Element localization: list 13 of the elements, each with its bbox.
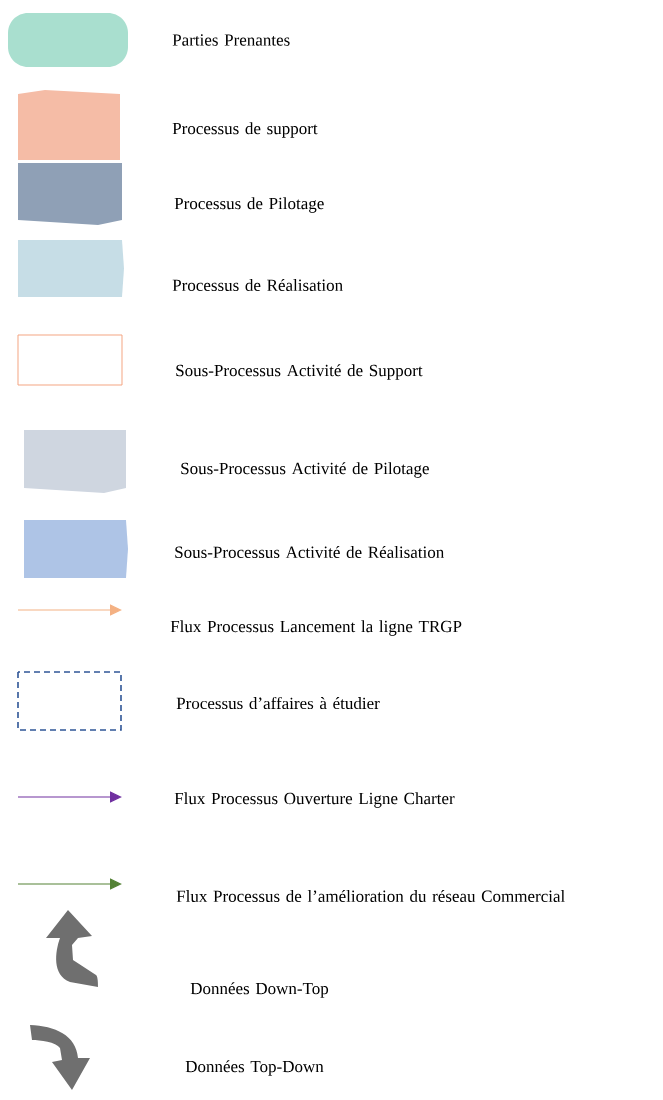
legend-text: Parties Prenantes	[172, 34, 290, 46]
legend-text: Sous-Processus Activité de Réalisation	[175, 546, 444, 558]
legend-text: Données Top-Down	[185, 1060, 324, 1076]
legend-text: Flux Processus de l’amélioration du réseau Commercial	[176, 890, 565, 902]
legend-text: Processus de support	[172, 122, 318, 138]
legend-text: Processus de Réalisation	[172, 279, 343, 291]
legend-text: Processus d’affaires à étudier	[176, 696, 380, 710]
legend-text: Processus de Pilotage	[174, 197, 324, 213]
legend-text: Sous-Processus Activité de Pilotage	[181, 462, 429, 478]
legend-text: Flux Processus Ouverture Ligne Charter	[174, 792, 455, 808]
legend-text: Flux Processus Lancement la ligne TRGP	[170, 620, 462, 636]
legend-text: Données Down-Top	[190, 982, 329, 998]
legend-text: Sous-Processus Activité de Support	[176, 364, 423, 380]
